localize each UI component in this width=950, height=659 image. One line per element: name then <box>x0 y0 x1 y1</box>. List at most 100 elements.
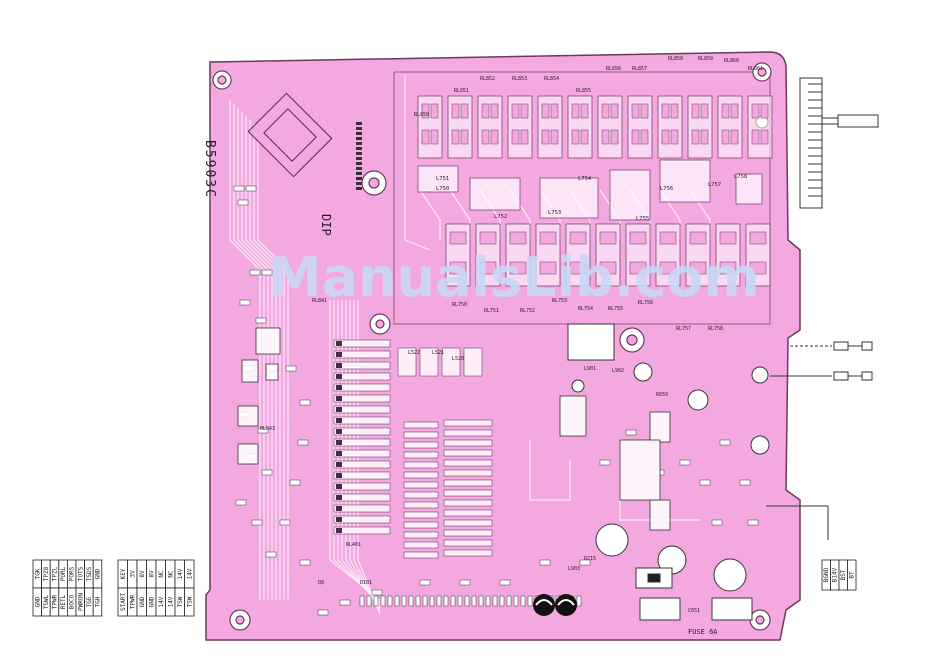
diode-footprint <box>333 504 391 513</box>
relay-label: RL857 <box>632 66 647 72</box>
diode-footprint <box>443 429 493 437</box>
relay-label: RL852 <box>480 76 495 82</box>
diode-band <box>336 363 342 368</box>
connector-pin-label: GND <box>34 596 41 607</box>
header-pin <box>576 595 582 607</box>
header-pin <box>356 182 362 185</box>
connector-pin-label: TPWR <box>129 594 136 609</box>
relay-pad <box>481 129 490 145</box>
diode-footprint <box>443 439 493 447</box>
smd-part <box>297 439 309 446</box>
part-label: R659 <box>656 392 668 398</box>
relay-pad <box>610 129 619 145</box>
relay-pad <box>689 231 707 245</box>
inductor-label: L750 <box>436 186 449 192</box>
relay-pad <box>421 103 430 119</box>
relay-pad <box>520 103 529 119</box>
smd-part <box>261 469 273 476</box>
smd-part <box>251 519 263 526</box>
relay-pad <box>479 231 497 245</box>
diode-footprint <box>443 479 493 487</box>
relay-pad <box>659 261 677 275</box>
part-label: L520 <box>452 356 464 362</box>
relay-footprint <box>597 95 623 159</box>
diode-footprint <box>403 491 439 499</box>
relay-pad <box>460 129 469 145</box>
part-label: R215 <box>584 556 596 562</box>
inductor-label: L758 <box>734 174 747 180</box>
black-capacitors <box>533 594 577 616</box>
diode-band <box>336 495 342 500</box>
relay-pad <box>490 129 499 145</box>
relay-pad <box>730 129 739 145</box>
diode-footprint <box>403 531 439 539</box>
mount-hole <box>368 177 380 189</box>
header-pin <box>356 142 362 145</box>
diode-footprint <box>443 529 493 537</box>
power-transistor <box>619 439 661 501</box>
smd-part <box>679 459 691 466</box>
relay-pad <box>631 129 640 145</box>
connector-pin-label: 8V <box>148 570 155 578</box>
diode-footprint <box>403 551 439 559</box>
part-label: L902 <box>612 368 624 374</box>
connector-pin-label: 14V <box>186 568 193 579</box>
connector-pin-label: 14V <box>167 596 174 607</box>
diode-band <box>336 517 342 522</box>
connector-pin-label: 14V <box>177 568 184 579</box>
diode-band <box>336 429 342 434</box>
relay-label: RL752 <box>520 308 535 314</box>
mount-hole <box>217 75 227 85</box>
diode-footprint <box>333 361 391 370</box>
relay-label: RL757 <box>676 326 691 332</box>
trace <box>419 189 441 240</box>
inductor-footprint <box>419 347 439 377</box>
connector-pin-label: TGE <box>86 596 93 607</box>
relay-pad <box>460 103 469 119</box>
relay-pad <box>659 231 677 245</box>
ic-package <box>255 327 281 355</box>
header-pin <box>359 595 365 607</box>
relay-pad <box>580 103 589 119</box>
relay-label: RL858 <box>668 56 683 62</box>
relay-pad <box>430 103 439 119</box>
relay-label: RL850 <box>414 112 429 118</box>
diode-footprint <box>403 451 439 459</box>
relay-pad <box>539 261 557 275</box>
board-code: B5903C <box>202 140 217 199</box>
connector-pin-label: NC <box>158 570 165 578</box>
relay-footprint <box>567 95 593 159</box>
header-pin <box>356 172 362 175</box>
header-pin <box>356 132 362 135</box>
wire-leads <box>766 341 873 540</box>
relay-pad <box>520 129 529 145</box>
header-pin <box>443 595 449 607</box>
trace <box>253 124 285 600</box>
smd-part <box>579 559 591 566</box>
diode-footprint <box>443 519 493 527</box>
connector-pin-label: BGND <box>823 567 830 582</box>
inductor-footprint <box>659 159 711 203</box>
power-diodes <box>567 323 753 621</box>
relay-pad <box>541 103 550 119</box>
diode-band <box>336 396 342 401</box>
trace <box>245 116 277 600</box>
inductor-footprint <box>735 173 763 205</box>
relay-label: RL856 <box>606 66 621 72</box>
trace <box>249 120 281 600</box>
relay-pad <box>599 261 617 275</box>
connector-pin-label: TSW <box>186 596 193 607</box>
relay-pad <box>571 103 580 119</box>
smd-part <box>261 269 273 276</box>
connector-pin-label: BST <box>840 569 847 580</box>
diode-footprint <box>403 501 439 509</box>
diode-footprint <box>333 526 391 535</box>
smd-part <box>699 479 711 486</box>
diode-footprint <box>443 539 493 547</box>
diode-footprint <box>333 449 391 458</box>
relay-footprint <box>447 95 473 159</box>
relay-pad <box>691 129 700 145</box>
connector-pin-label: TGH <box>95 596 102 607</box>
relay-footprint <box>687 95 713 159</box>
